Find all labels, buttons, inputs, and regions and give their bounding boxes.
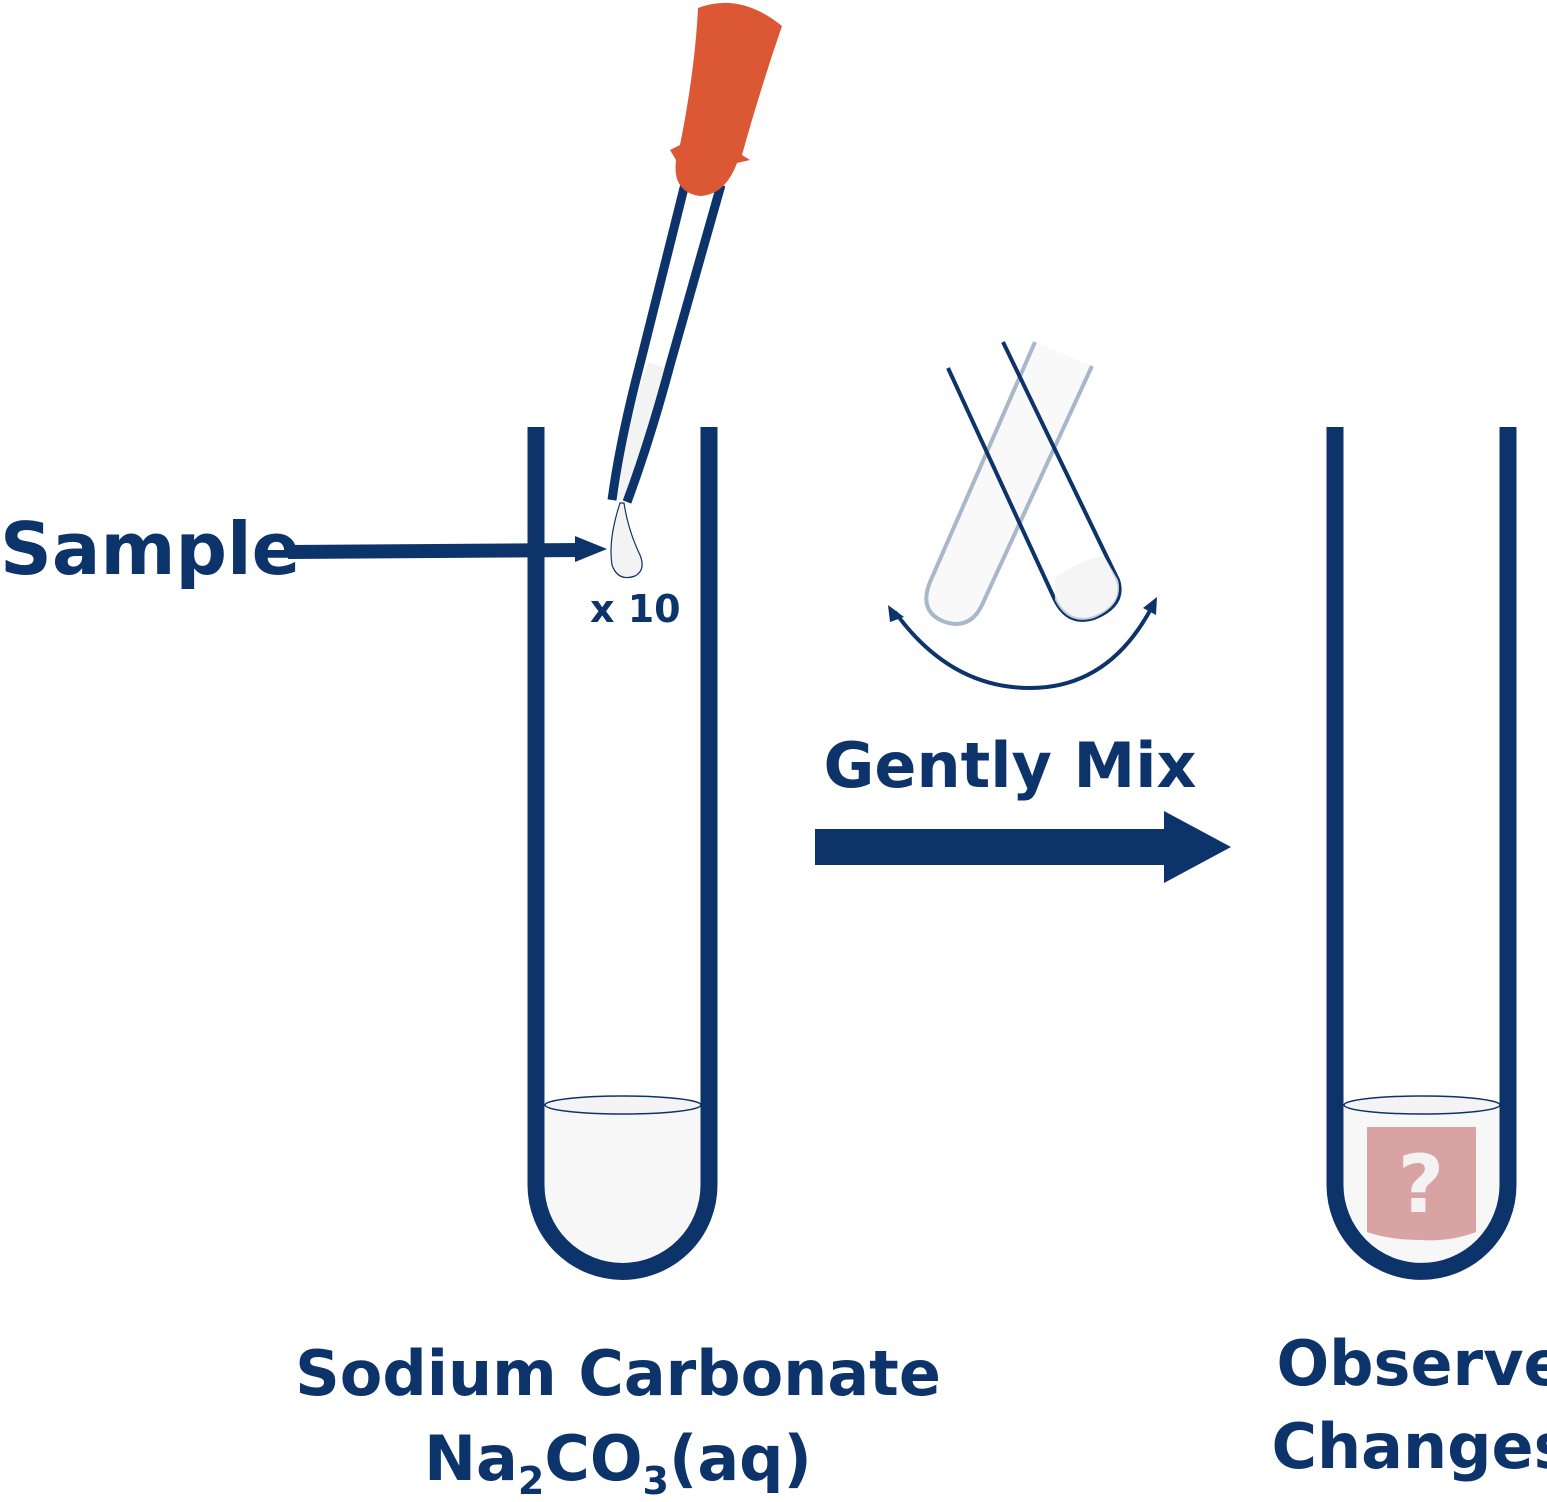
drop-icon (610, 502, 643, 579)
observe-label-line1: Observe (1276, 1327, 1547, 1400)
reagent-test-tube (527, 427, 718, 1280)
observe-label-line2: Changes (1272, 1410, 1547, 1483)
mix-label: Gently Mix (824, 729, 1197, 802)
mixing-tubes-icon (888, 341, 1157, 691)
reagent-formula-label: Na2CO3(aq) (424, 1422, 812, 1502)
reagent-meniscus (544, 1095, 702, 1115)
dropper-liquid (614, 362, 666, 500)
reagent-name-label: Sodium Carbonate (295, 1337, 941, 1410)
drop-count-label: x 10 (590, 587, 681, 631)
sample-arrow (287, 536, 607, 562)
sample-label: Sample (0, 507, 301, 591)
process-arrow (815, 811, 1231, 883)
question-mark-icon: ? (1398, 1138, 1444, 1231)
result-meniscus (1343, 1095, 1501, 1115)
dropper-bulb-icon (670, 2, 782, 196)
reagent-liquid (545, 1105, 701, 1263)
unknown-result-icon (1367, 1127, 1476, 1241)
result-test-tube: ? (1326, 427, 1517, 1280)
dropper (607, 2, 782, 579)
mix-rotation-arrow-icon (893, 604, 1155, 691)
